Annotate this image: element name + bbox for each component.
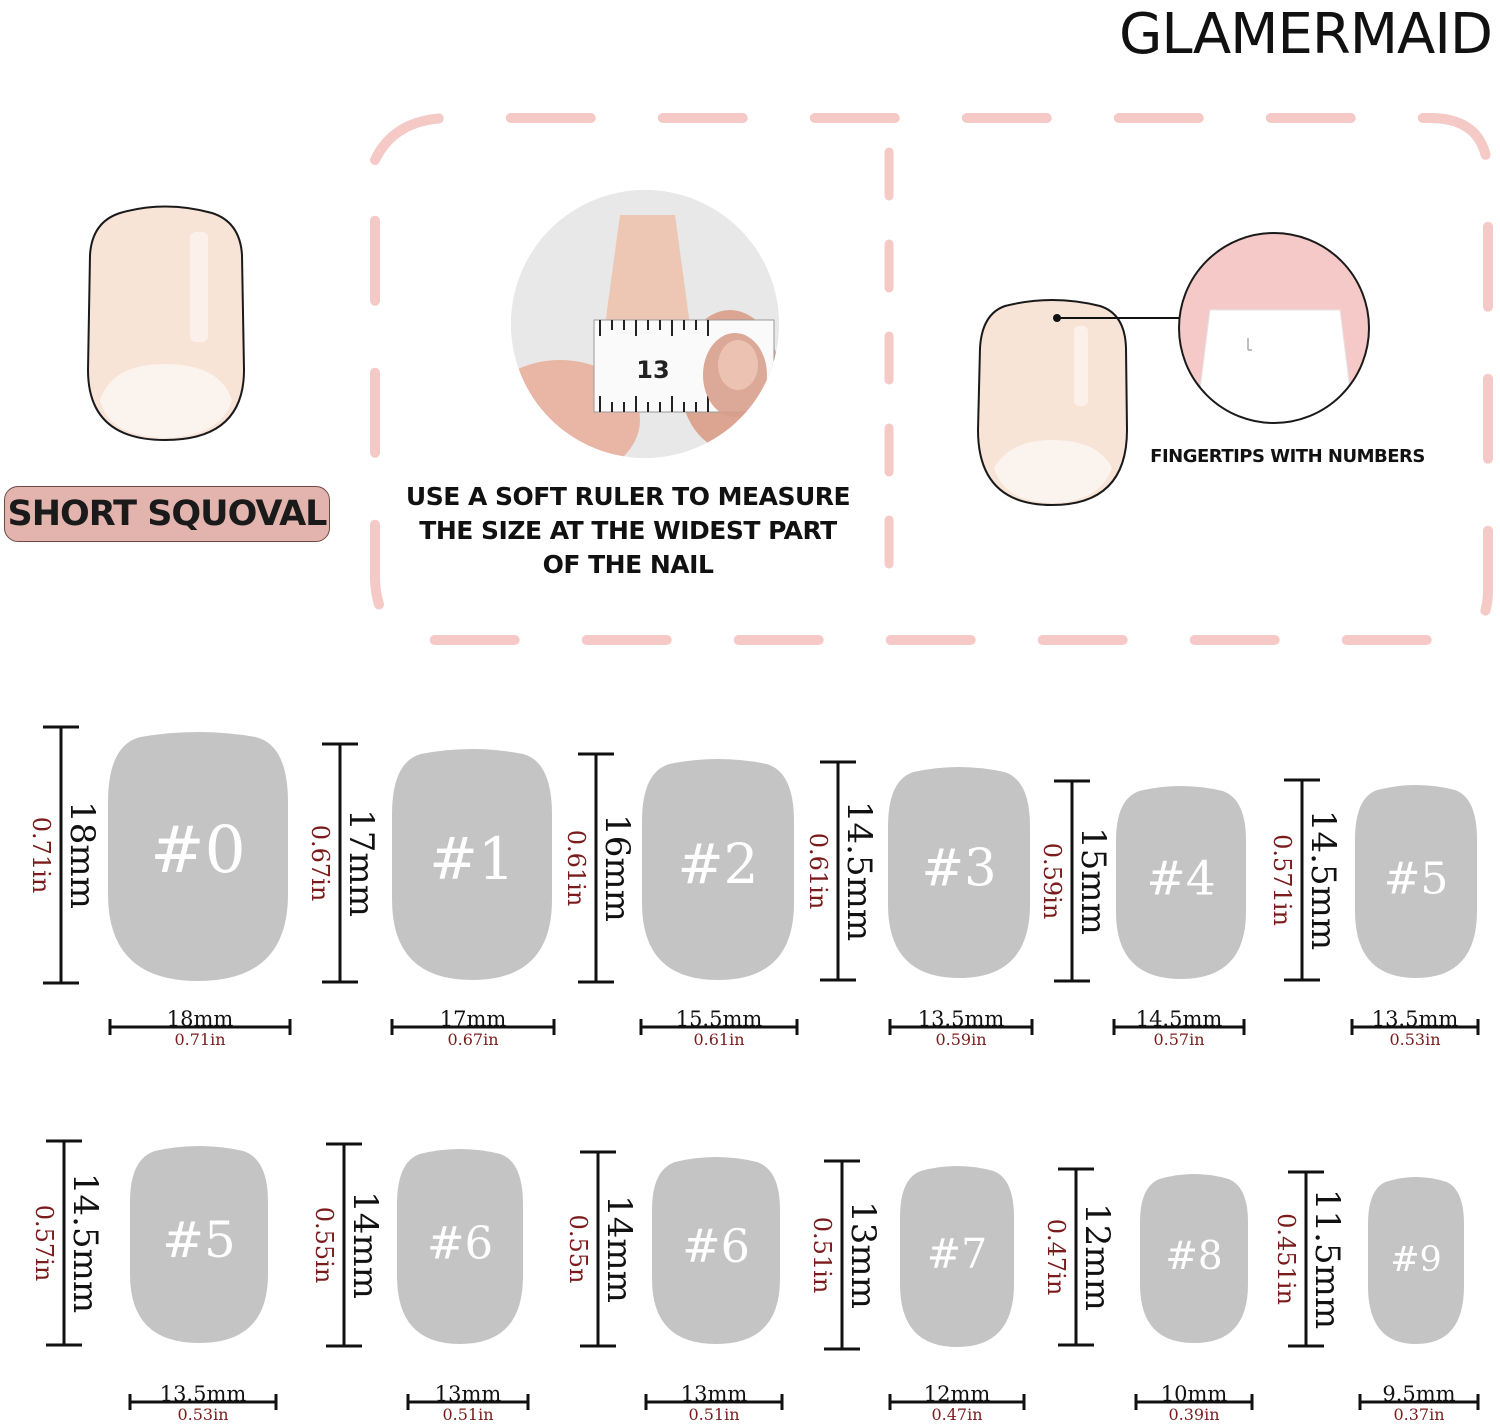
- width-mm-label: 14.5mm: [1136, 1007, 1223, 1031]
- ruler-number: 13: [636, 356, 669, 384]
- squoval-nail-illustration: [86, 205, 246, 442]
- width-mm-label: 18mm: [167, 1007, 234, 1031]
- length-in-label: 0.55in: [310, 1207, 338, 1284]
- measure-instruction: USE A SOFT RULER TO MEASURE THE SIZE AT …: [396, 480, 860, 582]
- nail-shape: [1140, 1174, 1248, 1343]
- length-in-label: 0.59in: [1038, 843, 1066, 920]
- top-illustration: 13: [86, 113, 1493, 645]
- nail-shape: [888, 767, 1030, 978]
- length-in-label: 0.71in: [27, 817, 55, 894]
- nail-shape: [130, 1146, 268, 1343]
- length-mm-label: 18mm: [62, 801, 102, 909]
- length-mm-label: 12mm: [1077, 1203, 1117, 1311]
- instruction-line: OF THE NAIL: [542, 550, 714, 579]
- nail-size-number: #3: [921, 840, 996, 899]
- nail-size-number: #5: [1384, 854, 1449, 905]
- nail-shape: [108, 732, 288, 981]
- nail-shape: [652, 1157, 780, 1344]
- width-mm-label: 13.5mm: [160, 1382, 247, 1406]
- length-in-label: 0.61in: [804, 833, 832, 910]
- width-in-label: 0.57in: [1153, 1030, 1204, 1049]
- ruler-measure-photo: 13: [511, 190, 779, 458]
- width-in-label: 0.67in: [447, 1030, 498, 1049]
- length-in-label: 0.57in: [30, 1205, 58, 1282]
- width-mm-label: 13.5mm: [918, 1007, 1005, 1031]
- width-in-label: 0.39in: [1168, 1405, 1219, 1424]
- nail-size-number: #4: [1146, 852, 1215, 907]
- instruction-line: THE SIZE AT THE WIDEST PART: [419, 516, 837, 545]
- length-mm-label: 14.5mm: [65, 1173, 105, 1313]
- length-in-label: 0.451in: [1272, 1213, 1300, 1305]
- length-mm-label: 17mm: [341, 809, 381, 917]
- length-in-label: 0.571in: [1268, 834, 1296, 926]
- nail-size-number: #2: [677, 832, 758, 896]
- length-in-label: 0.55n: [564, 1215, 592, 1284]
- nail-size-number: #7: [927, 1230, 987, 1278]
- width-in-label: 0.51in: [442, 1405, 493, 1424]
- width-in-label: 0.37in: [1393, 1405, 1444, 1424]
- nail-size-number: #9: [1390, 1240, 1442, 1280]
- nail-size-number: #0: [150, 813, 246, 888]
- length-mm-label: 14mm: [345, 1191, 385, 1299]
- nail-size-number: #6: [682, 1219, 750, 1273]
- nail-shape: [1116, 786, 1246, 979]
- length-in-label: 0.51in: [808, 1217, 836, 1294]
- nail-size-number: #6: [427, 1217, 493, 1270]
- length-in-label: 0.47in: [1042, 1219, 1070, 1296]
- length-mm-label: 14.5mm: [839, 801, 879, 941]
- nail-size-number: #8: [1165, 1234, 1223, 1279]
- nail-shape: [1355, 785, 1477, 978]
- width-in-label: 0.59in: [935, 1030, 986, 1049]
- width-mm-label: 13.5mm: [1372, 1007, 1459, 1031]
- nail-shape: [900, 1166, 1014, 1347]
- width-mm-label: 15.5mm: [676, 1007, 763, 1031]
- length-in-label: 0.67in: [306, 825, 334, 902]
- width-in-label: 0.61in: [693, 1030, 744, 1049]
- width-mm-label: 12mm: [924, 1382, 991, 1406]
- numbered-nail-illustration: [976, 232, 1370, 507]
- fingertips-caption: FINGERTIPS WITH NUMBERS: [1150, 446, 1425, 467]
- nail-shape: [397, 1149, 523, 1344]
- width-mm-label: 9.5mm: [1382, 1382, 1455, 1406]
- width-in-label: 0.71in: [174, 1030, 225, 1049]
- nail-shape: [1368, 1177, 1464, 1344]
- length-mm-label: 15mm: [1073, 827, 1113, 935]
- nail-size-number: #5: [162, 1211, 236, 1269]
- instruction-line: USE A SOFT RULER TO MEASURE: [405, 482, 851, 511]
- length-mm-label: 11.5mm: [1307, 1189, 1347, 1329]
- length-mm-label: 16mm: [597, 814, 637, 922]
- width-in-label: 0.53in: [1389, 1030, 1440, 1049]
- length-mm-label: 14mm: [599, 1195, 639, 1303]
- nail-size-number: #1: [429, 825, 515, 893]
- length-mm-label: 13mm: [843, 1201, 883, 1309]
- nail-shape: [642, 759, 794, 980]
- shape-name-badge: SHORT SQUOVAL: [4, 486, 330, 542]
- width-in-label: 0.47in: [931, 1405, 982, 1424]
- width-mm-label: 10mm: [1161, 1382, 1228, 1406]
- width-in-label: 0.51in: [688, 1405, 739, 1424]
- width-mm-label: 13mm: [435, 1382, 502, 1406]
- length-mm-label: 14.5mm: [1303, 810, 1343, 950]
- width-mm-label: 13mm: [681, 1382, 748, 1406]
- width-in-label: 0.53in: [177, 1405, 228, 1424]
- brand-logo: GLAMERMAID: [1118, 2, 1493, 67]
- length-in-label: 0.61in: [562, 830, 590, 907]
- nail-shape: [392, 749, 552, 980]
- width-mm-label: 17mm: [440, 1007, 507, 1031]
- dashed-frame: [370, 113, 1493, 645]
